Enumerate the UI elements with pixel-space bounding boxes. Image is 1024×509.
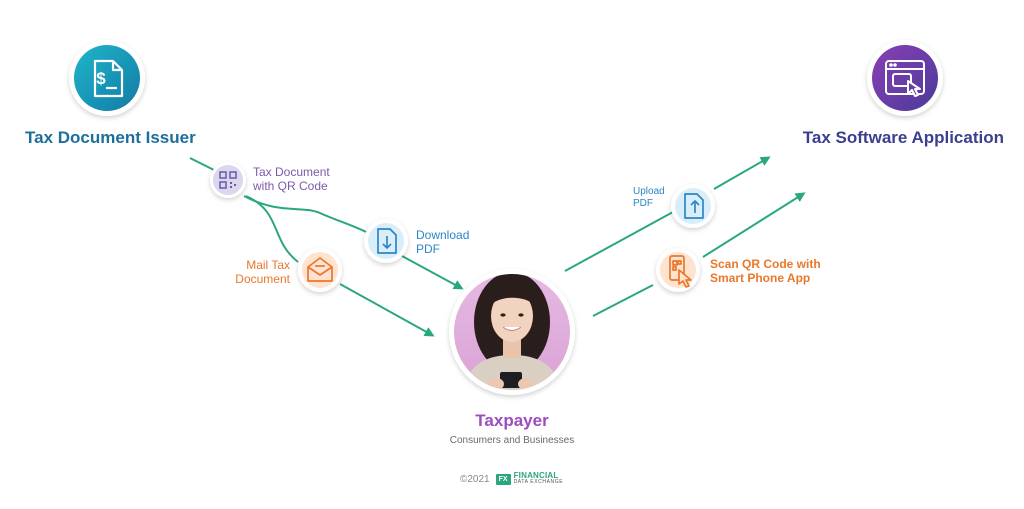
document-dollar-icon: $ <box>93 59 124 98</box>
scan-label-line1: Scan QR Code with <box>710 257 821 271</box>
arrow-download-to-taxpayer <box>401 255 464 290</box>
upload-pdf-icon <box>684 193 704 219</box>
qr-code-icon <box>219 171 237 189</box>
upload-label-line2: PDF <box>633 198 653 209</box>
download-label-line1: Download <box>416 228 470 242</box>
upload-label: Upload PDF <box>633 186 665 210</box>
connector-issuer-to-qr <box>189 157 215 171</box>
download-pdf-icon <box>377 228 397 254</box>
connectors <box>189 156 806 337</box>
connector-taxpayer-to-scan <box>592 284 654 317</box>
taxpayer-subtitle: Consumers and Businesses <box>449 435 575 446</box>
qr-document-label: Tax Document with QR Code <box>253 165 330 193</box>
upload-label-line1: Upload <box>633 186 665 197</box>
qr-document-label-line2: with QR Code <box>253 179 328 193</box>
fdx-logo-text: FINANCIAL DATA EXCHANGE <box>514 472 564 486</box>
fdx-logo: FX FINANCIAL DATA EXCHANGE <box>495 472 564 486</box>
mail-envelope-icon <box>307 257 333 282</box>
qr-document-label-line1: Tax Document <box>253 165 330 179</box>
taxpayer-title: Taxpayer <box>475 411 549 430</box>
svg-text:$: $ <box>96 69 106 88</box>
issuer-node <box>69 40 145 116</box>
upload-step <box>671 184 715 228</box>
mail-label-line2: Document <box>235 272 290 286</box>
mail-step <box>298 248 342 292</box>
fdx-logo-mark: FX <box>495 473 511 485</box>
footer: ©2021 FX FINANCIAL DATA EXCHANGE <box>460 472 563 486</box>
download-label: Download PDF <box>416 228 469 256</box>
mail-label-line1: Mail Tax <box>246 258 290 272</box>
browser-cursor-icon <box>885 60 925 97</box>
connector-taxpayer-to-upload <box>564 211 674 272</box>
connector-qr-to-mail <box>245 195 299 263</box>
issuer-title: Tax Document Issuer <box>25 128 196 147</box>
scan-label: Scan QR Code with Smart Phone App <box>710 257 821 285</box>
taxpayer-portrait <box>462 274 562 390</box>
arrow-mail-to-taxpayer <box>339 283 435 337</box>
fdx-brand-sub: DATA EXCHANGE <box>513 479 564 485</box>
connector-qr-to-download <box>243 195 369 234</box>
software-node <box>867 40 943 116</box>
qr-document-step <box>210 162 246 198</box>
taxpayer-label-group: Taxpayer Consumers and Businesses <box>412 411 612 446</box>
phone-scan-icon <box>669 255 692 288</box>
copyright-text: ©2021 <box>460 473 490 485</box>
download-label-line2: PDF <box>416 242 440 256</box>
arrow-upload-to-software <box>713 156 771 190</box>
mail-label: Mail Tax Document <box>226 258 290 286</box>
scan-step <box>656 248 700 292</box>
arrow-scan-to-software <box>702 192 806 258</box>
download-step <box>364 219 408 263</box>
taxpayer-node <box>449 269 575 395</box>
software-title: Tax Software Application <box>802 128 1004 147</box>
fdx-brand-main: FINANCIAL <box>513 471 559 480</box>
scan-label-line2: Smart Phone App <box>710 271 811 285</box>
